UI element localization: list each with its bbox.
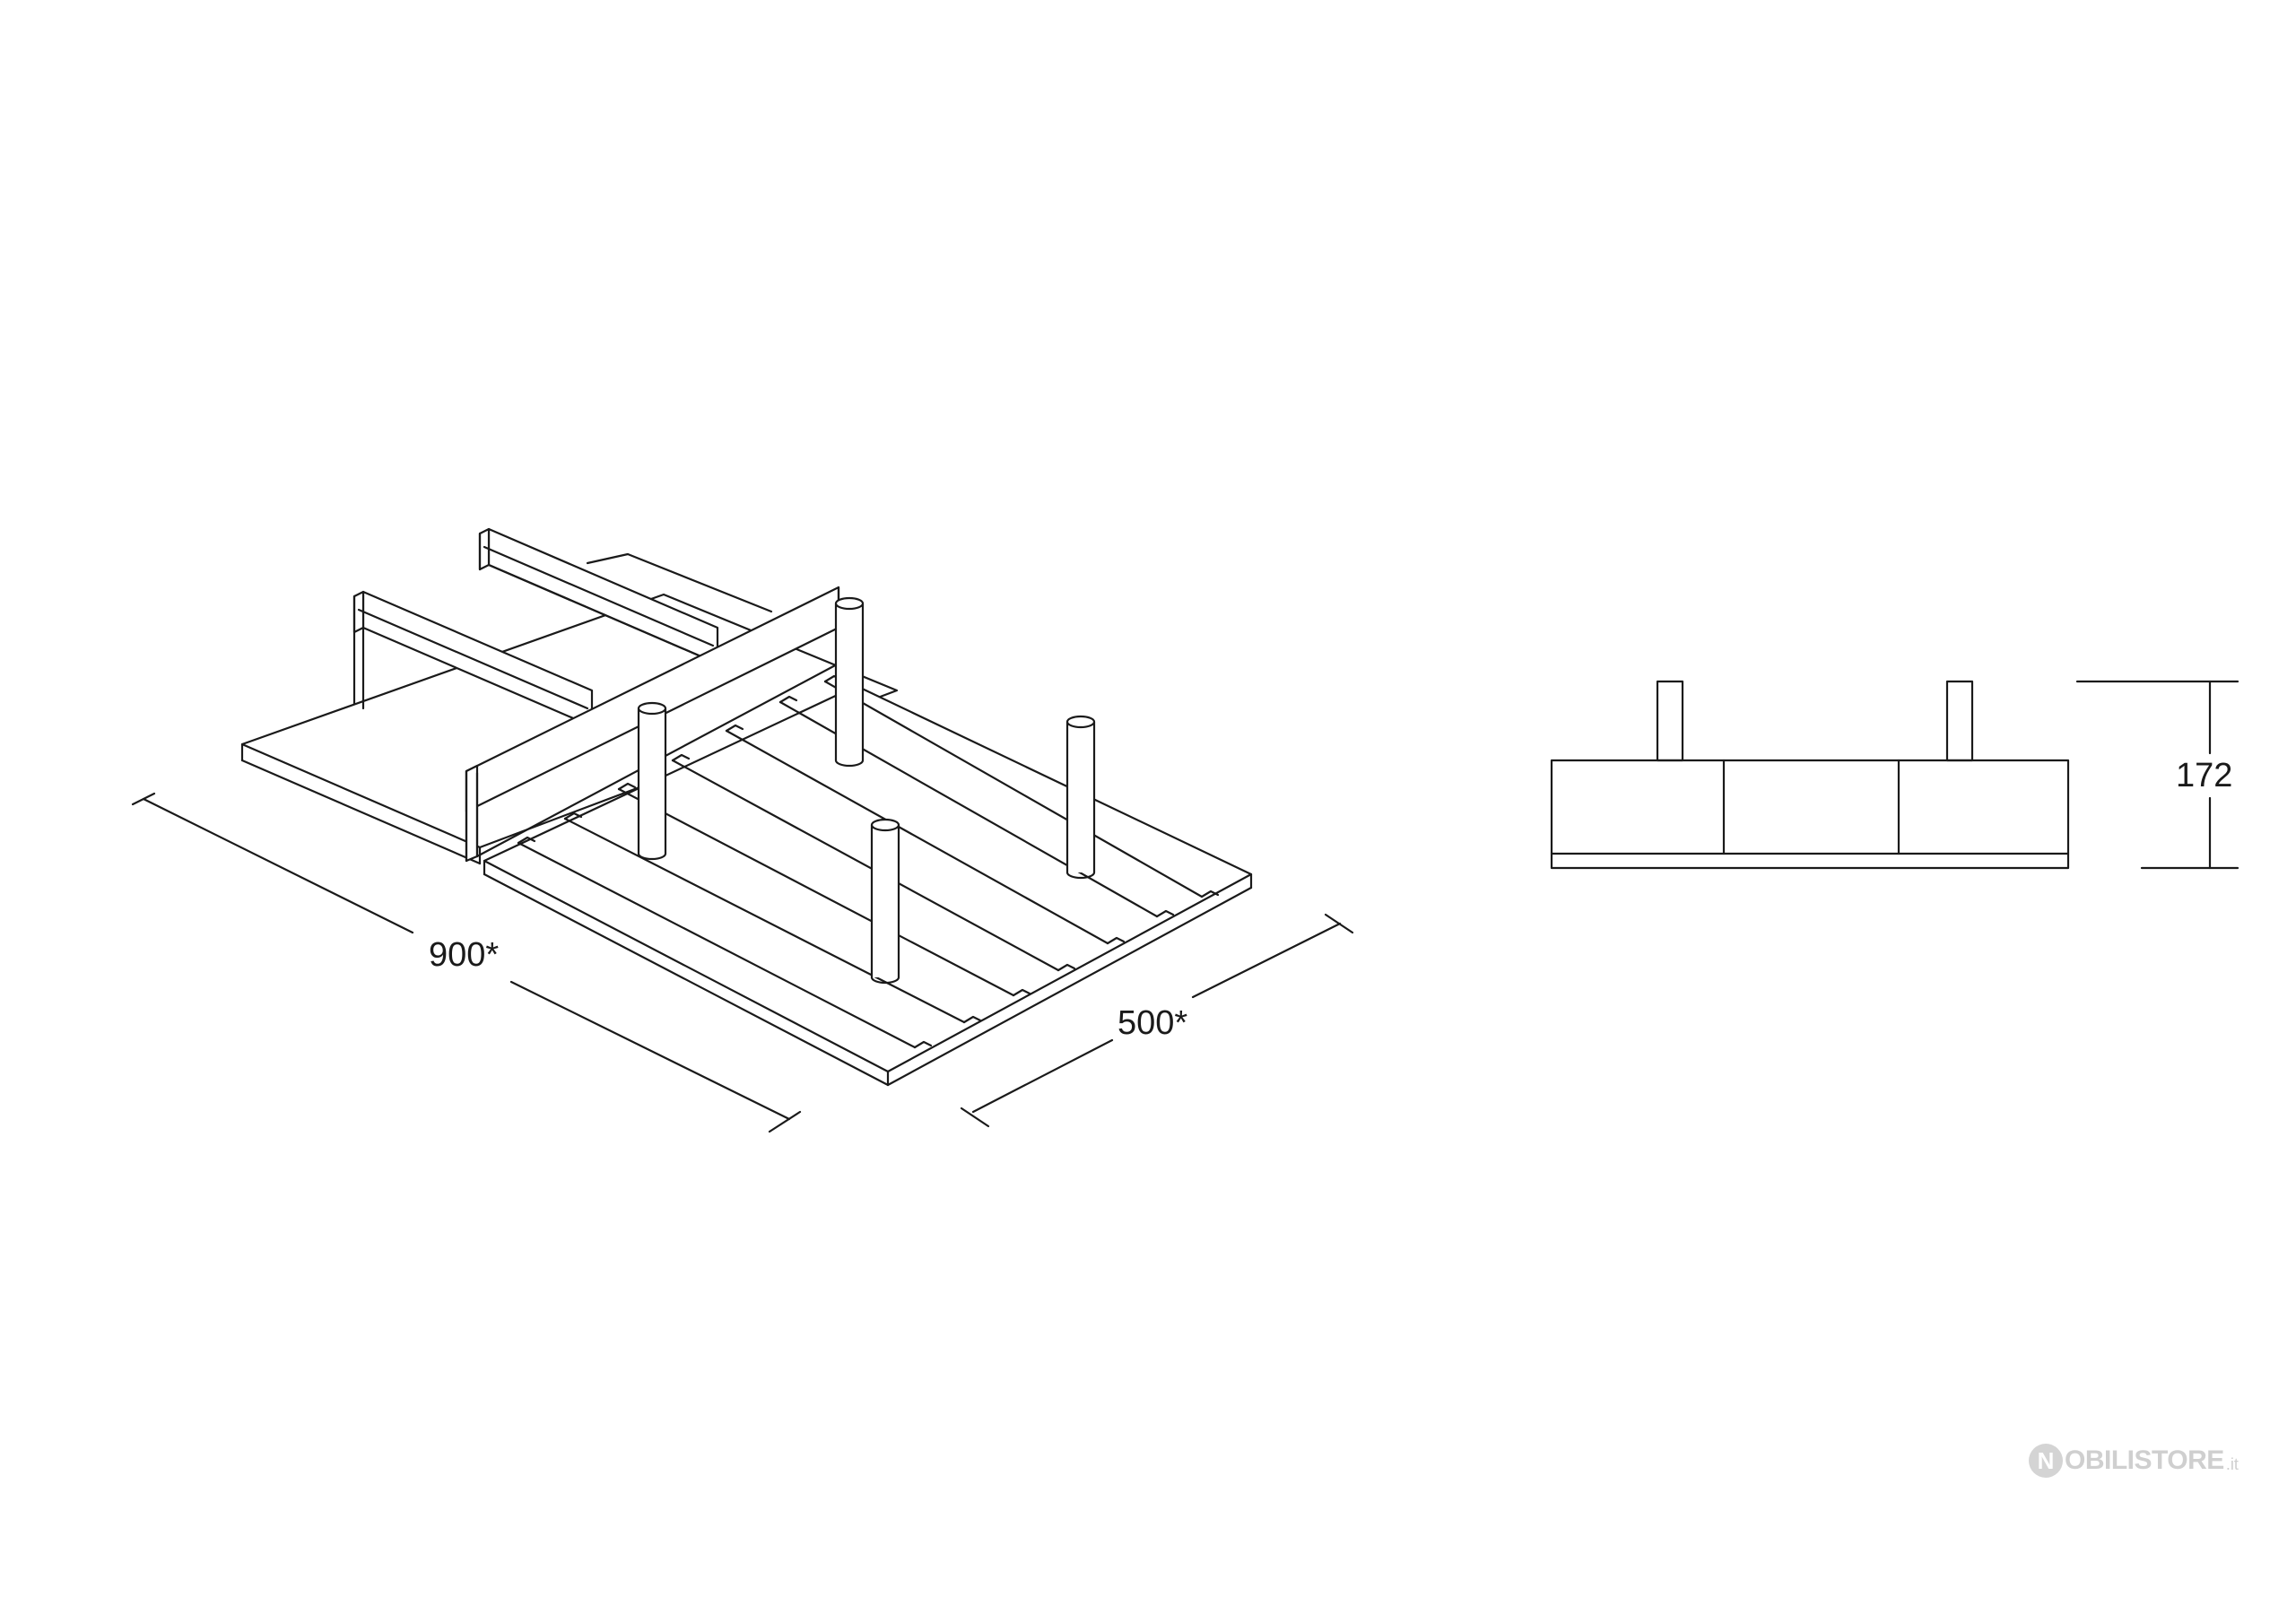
depth-dimension-label: 500* [1118, 1004, 1188, 1042]
front-body [1550, 759, 2070, 870]
logo-main-text: OBILISTORE [2065, 1445, 2224, 1475]
watermark-logo: N OBILISTORE .it [2029, 1444, 2239, 1478]
width-dimension-line [131, 792, 802, 1133]
front-pin-left [1656, 680, 1684, 762]
height-dimension-label: 172 [2176, 757, 2233, 794]
front-view [1550, 680, 2239, 870]
logo-initial-icon: N [2029, 1444, 2063, 1478]
height-dimension-line [2075, 680, 2239, 870]
pin-2 [834, 596, 865, 768]
pin-4 [870, 818, 900, 985]
width-dimension-label: 900* [429, 936, 500, 974]
pin-3 [1065, 715, 1096, 880]
isometric-view [131, 527, 1354, 1133]
depth-dimension-line [960, 913, 1354, 1128]
front-pin-right [1945, 680, 1974, 762]
slatted-base [483, 674, 1253, 1087]
back-panel-rear [478, 527, 719, 665]
logo-tld-text: .it [2225, 1454, 2239, 1473]
back-panel-front [352, 590, 594, 728]
pin-1 [637, 701, 667, 861]
